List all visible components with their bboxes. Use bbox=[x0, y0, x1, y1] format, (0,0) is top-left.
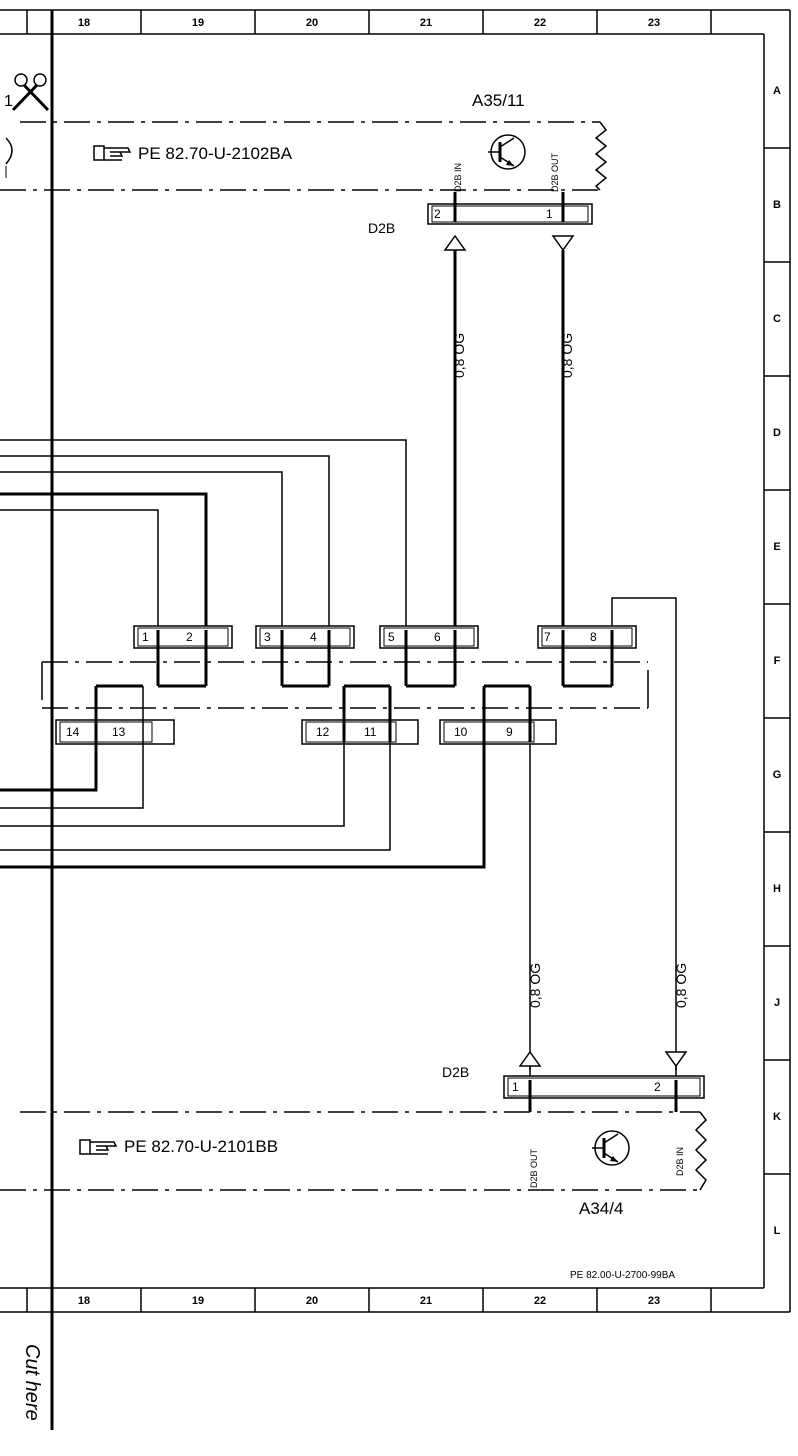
row-label: G bbox=[773, 769, 782, 781]
scissors-icon bbox=[11, 73, 50, 112]
column-labels-bottom: 18 19 20 21 22 23 bbox=[78, 1295, 660, 1307]
hand-pointer-icon bbox=[93, 145, 132, 161]
bridge-upper-box bbox=[537, 625, 637, 649]
bridge-lower-box bbox=[301, 719, 419, 745]
bridge-pin: 3 bbox=[264, 630, 271, 644]
bridge-pin: 6 bbox=[434, 630, 441, 644]
bridge-lower-box bbox=[439, 719, 557, 745]
bridge-upper-box bbox=[379, 625, 479, 649]
row-label: L bbox=[774, 1225, 781, 1237]
bridge-pin: 8 bbox=[590, 630, 597, 644]
column-labels-top: 18 19 20 21 22 23 bbox=[78, 17, 660, 29]
bridge-pin: 2 bbox=[186, 630, 193, 644]
bridge-pin: 14 bbox=[66, 725, 80, 739]
bridge-pin: 10 bbox=[454, 725, 468, 739]
top-pin-in-label: D2B IN bbox=[453, 163, 463, 192]
signal-in-arrow-icon bbox=[443, 234, 467, 251]
bridge-connector: 1 2 3 4 5 6 7 8 14 bbox=[41, 625, 649, 745]
column-label: 21 bbox=[420, 1295, 432, 1307]
harness-lines-lower bbox=[0, 742, 486, 869]
transistor-icon bbox=[592, 1130, 630, 1166]
bridge-pin: 11 bbox=[364, 725, 377, 739]
bridge-upper-box bbox=[255, 625, 355, 649]
cut-marker-number: 1 bbox=[4, 93, 13, 110]
sheet-reference: PE 82.00-U-2700-99BA bbox=[570, 1270, 675, 1281]
column-label: 19 bbox=[192, 17, 204, 29]
column-label: 23 bbox=[648, 1295, 660, 1307]
column-label: 23 bbox=[648, 17, 660, 29]
row-label: B bbox=[773, 199, 781, 211]
column-label: 22 bbox=[534, 1295, 546, 1307]
bridge-upper-box bbox=[133, 625, 233, 649]
wire-label: 0,8 OG bbox=[559, 333, 575, 378]
column-label: 18 bbox=[78, 1295, 90, 1307]
top-module-ref: PE 82.70-U-2102BA bbox=[138, 144, 293, 163]
module-boundary-zigzag bbox=[594, 121, 608, 191]
wire-label: 0,8 OG bbox=[527, 963, 543, 1008]
signal-out-arrow-icon bbox=[664, 1051, 688, 1068]
row-label: K bbox=[773, 1111, 781, 1123]
row-label: A bbox=[773, 85, 781, 97]
row-label: H bbox=[773, 883, 781, 895]
signal-in-arrow-icon bbox=[518, 1050, 542, 1067]
bottom-connector-pin: 2 bbox=[654, 1080, 661, 1094]
row-labels: A B C D E F G H J K L bbox=[773, 85, 782, 1237]
cut-here-label: Cut here bbox=[21, 1344, 43, 1421]
row-label: D bbox=[773, 427, 781, 439]
top-connector-body bbox=[427, 203, 593, 225]
bottom-module-name: A34/4 bbox=[579, 1199, 623, 1218]
top-pin-out-label: D2B OUT bbox=[550, 152, 560, 192]
top-module-name: A35/11 bbox=[472, 91, 525, 110]
column-label: 18 bbox=[78, 17, 90, 29]
bridge-pin: 9 bbox=[506, 725, 513, 739]
row-label: J bbox=[774, 997, 780, 1009]
sheet-frame bbox=[0, 9, 791, 1430]
harness-lines: 0,8 OG 0,8 OG bbox=[0, 439, 689, 1070]
bridge-pin: 5 bbox=[388, 630, 395, 644]
signal-out-arrow-icon bbox=[551, 235, 575, 252]
row-label: E bbox=[773, 541, 780, 553]
top-connector-pin: 2 bbox=[434, 207, 441, 221]
bridge-pin: 13 bbox=[112, 725, 126, 739]
bridge-pin: 12 bbox=[316, 725, 330, 739]
bottom-connector-pin: 1 bbox=[512, 1080, 519, 1094]
bottom-connector-label: D2B bbox=[442, 1064, 469, 1080]
column-label: 21 bbox=[420, 17, 432, 29]
transistor-icon bbox=[488, 134, 526, 170]
bottom-pin-in-label: D2B IN bbox=[675, 1147, 685, 1176]
bottom-module: D2B 1 2 PE 82.70-U-2101BB D2B OUT D2B IN bbox=[0, 1050, 708, 1218]
row-label: C bbox=[773, 313, 781, 325]
row-label: F bbox=[774, 655, 781, 667]
top-connector-label: D2B bbox=[368, 220, 395, 236]
bottom-module-ref: PE 82.70-U-2101BB bbox=[124, 1137, 278, 1156]
column-label: 20 bbox=[306, 17, 318, 29]
module-boundary-zigzag bbox=[694, 1111, 708, 1191]
top-module: A35/11 PE 82.70-U-2102BA D2B IN D2B OUT … bbox=[0, 91, 608, 252]
partial-symbol bbox=[5, 137, 13, 165]
bottom-connector-body bbox=[503, 1075, 705, 1099]
hand-pointer-icon bbox=[79, 1139, 118, 1155]
top-connector-pin: 1 bbox=[546, 207, 553, 221]
column-label: 20 bbox=[306, 1295, 318, 1307]
column-label: 19 bbox=[192, 1295, 204, 1307]
bottom-pin-out-label: D2B OUT bbox=[529, 1148, 539, 1188]
bridge-pin: 1 bbox=[142, 630, 149, 644]
bridge-pin: 4 bbox=[310, 630, 317, 644]
wire-label: 0,8 OG bbox=[451, 333, 467, 378]
column-label: 22 bbox=[534, 17, 546, 29]
bridge-pin: 7 bbox=[544, 630, 551, 644]
wire-label: 0,8 OG bbox=[673, 963, 689, 1008]
bridge-lower-box bbox=[55, 719, 175, 745]
